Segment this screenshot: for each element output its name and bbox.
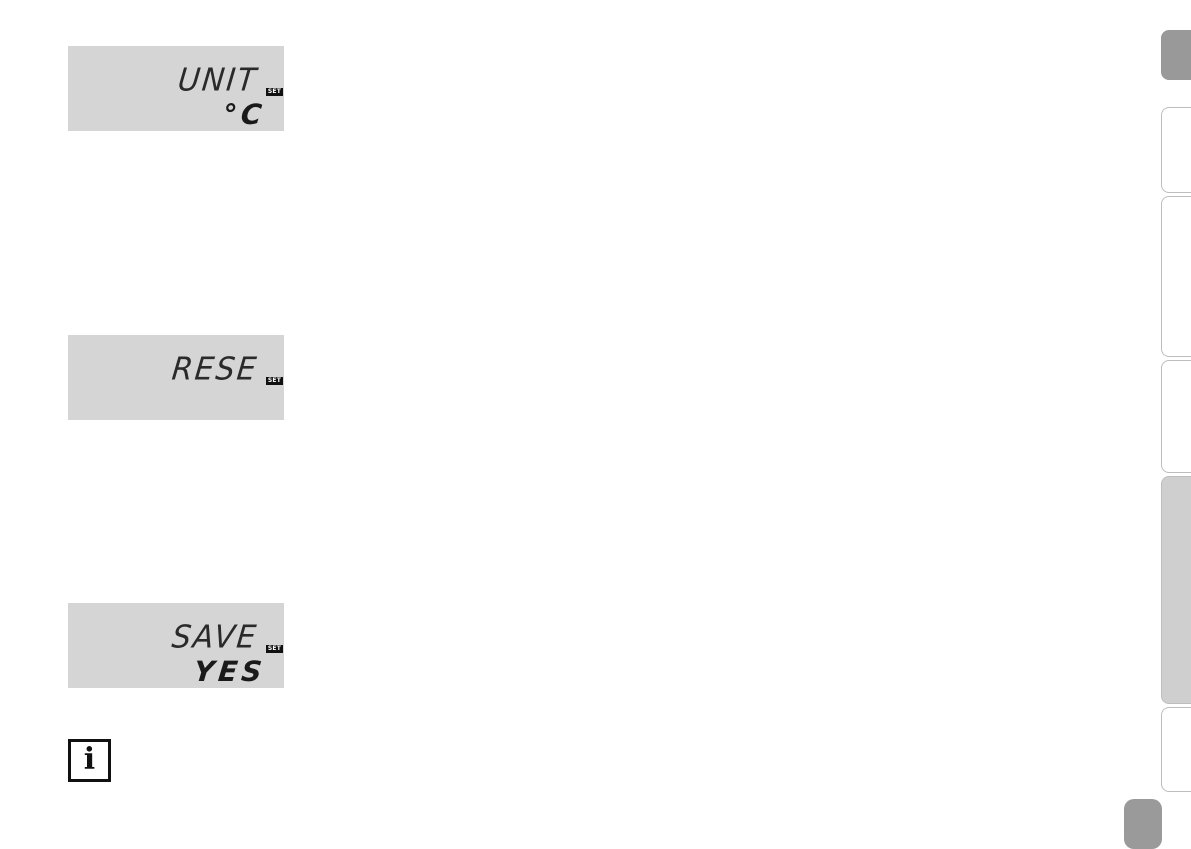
lcd-display-save: SAVE SET YES xyxy=(68,603,284,688)
set-badge: SET xyxy=(266,88,283,96)
chapter-tab-3[interactable] xyxy=(1161,196,1191,357)
set-badge: SET xyxy=(266,645,283,653)
info-glyph: i xyxy=(71,743,108,777)
lcd-sub-text: °C xyxy=(222,101,268,129)
lcd-sub-text: YES xyxy=(193,658,268,686)
chapter-tab-5[interactable] xyxy=(1161,476,1191,704)
chapter-tab-1[interactable] xyxy=(1161,30,1191,80)
lcd-display-reset: RESE SET xyxy=(68,335,284,420)
lcd-main-text: SAVE xyxy=(171,622,260,654)
chapter-tab-2[interactable] xyxy=(1161,107,1191,193)
lcd-display-unit: UNIT SET °C xyxy=(68,46,284,131)
lcd-main-text: RESE xyxy=(171,354,260,386)
chapter-tab-6[interactable] xyxy=(1161,707,1191,792)
set-badge: SET xyxy=(266,377,283,385)
lcd-main-text: UNIT xyxy=(177,65,260,97)
page-number-marker xyxy=(1124,799,1162,849)
info-icon: i xyxy=(68,739,111,782)
chapter-tab-4[interactable] xyxy=(1161,360,1191,473)
